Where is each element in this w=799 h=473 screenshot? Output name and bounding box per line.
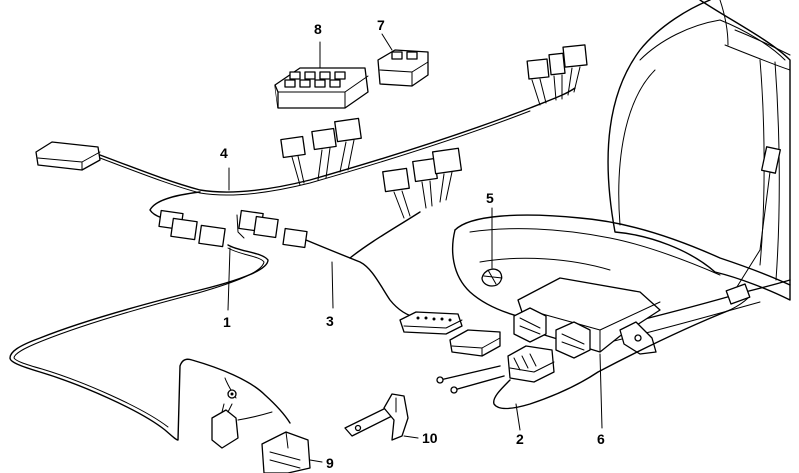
cable-clip	[481, 268, 503, 287]
seat-illustration	[451, 0, 791, 343]
seat-wiring-harness-3	[282, 147, 501, 357]
callout-5: 5	[486, 190, 494, 206]
switch-housing	[261, 431, 311, 473]
relay-block-small	[377, 49, 429, 87]
main-wiring-harness	[35, 44, 588, 223]
callout-1: 1	[223, 314, 231, 330]
seat-control-module	[513, 277, 661, 359]
seat-wiring-harness-lower	[9, 209, 291, 449]
seat-wiring-harness-2	[436, 297, 749, 410]
callout-4: 4	[220, 145, 228, 161]
callout-8: 8	[314, 21, 322, 37]
callout-3: 3	[326, 313, 334, 329]
callout-leader-lines	[227, 33, 603, 463]
callout-7: 7	[377, 17, 385, 33]
callout-9: 9	[326, 455, 334, 471]
callout-2: 2	[516, 431, 524, 447]
callout-labels: 1 2 3 4 5 6 7 8 9 10	[220, 17, 605, 471]
relay-block-large	[274, 67, 369, 109]
callout-10: 10	[422, 430, 438, 446]
mounting-bracket	[344, 393, 409, 441]
callout-6: 6	[597, 431, 605, 447]
